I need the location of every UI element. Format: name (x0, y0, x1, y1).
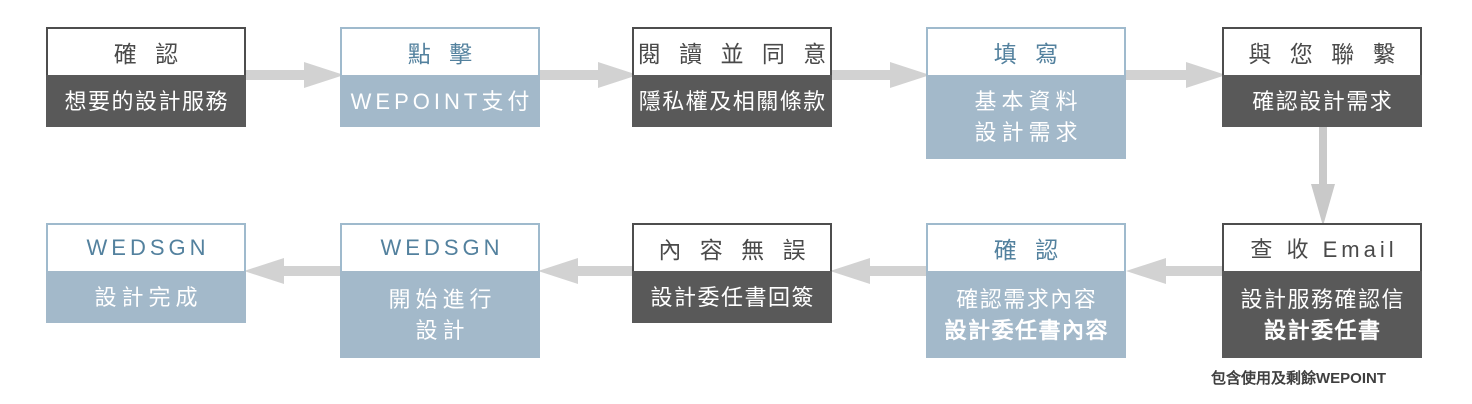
step-10-body-line: 設計完成 (94, 284, 203, 310)
step-6-header-text: 查 收 Email (1250, 237, 1398, 262)
step-8-body: 設計委任書回簽 (632, 271, 832, 323)
step-8-header: 內 容 無 誤 (632, 223, 832, 271)
step-7-body-line-1: 確認需求內容 (956, 286, 1098, 312)
step-10-header-text: WEDSGN (86, 235, 210, 260)
step-3-body: 隱私權及相關條款 (632, 75, 832, 127)
step-1-header: 確 認 (46, 27, 246, 75)
step-9-header-text: WEDSGN (380, 235, 504, 260)
step-3-body-line: 隱私權及相關條款 (638, 88, 827, 114)
step-3-header-text: 閱 讀 並 同 意 (637, 41, 833, 67)
step-4-fill-in[interactable]: 填 寫 基本資料 設計需求 (926, 27, 1126, 159)
step-5-contact-you[interactable]: 與 您 聯 繫 確認設計需求 (1222, 27, 1422, 127)
step-10-header: WEDSGN (46, 223, 246, 271)
step-4-body: 基本資料 設計需求 (926, 75, 1126, 159)
step-6-body-line-1: 設計服務確認信 (1240, 286, 1405, 312)
step-2-header-text: 點 擊 (407, 41, 479, 67)
step-7-confirm-content[interactable]: 確 認 確認需求內容 設計委任書內容 (926, 223, 1126, 358)
arrow-9-to-10 (244, 258, 344, 284)
step-5-header: 與 您 聯 繫 (1222, 27, 1422, 75)
step-8-header-text: 內 容 無 誤 (658, 237, 812, 263)
step-4-header: 填 寫 (926, 27, 1126, 75)
step-5-body-line: 確認設計需求 (1252, 88, 1394, 114)
step-9-body-line-2: 設計 (415, 317, 470, 343)
step-6-header: 查 收 Email (1222, 223, 1422, 271)
arrow-5-to-6 (1308, 124, 1338, 226)
arrow-2-to-3 (538, 62, 638, 88)
arrow-3-to-4 (830, 62, 930, 88)
arrow-1-to-2 (244, 62, 344, 88)
step-9-body: 開始進行 設計 (340, 271, 540, 358)
arrow-6-to-7 (1126, 258, 1226, 284)
step-10-body: 設計完成 (46, 271, 246, 323)
step-9-start-design[interactable]: WEDSGN 開始進行 設計 (340, 223, 540, 358)
arrow-4-to-5 (1126, 62, 1226, 88)
arrow-8-to-9 (538, 258, 638, 284)
step-7-header-text: 確 認 (993, 237, 1065, 263)
step-1-body: 想要的設計服務 (46, 75, 246, 127)
step-6-caption: 包含使用及剩餘WEPOINT (1211, 367, 1386, 388)
step-5-header-text: 與 您 聯 繫 (1248, 41, 1402, 67)
step-7-body-line-2: 設計委任書內容 (944, 317, 1109, 343)
step-1-confirm-service[interactable]: 確 認 想要的設計服務 (46, 27, 246, 127)
step-3-read-agree[interactable]: 閱 讀 並 同 意 隱私權及相關條款 (632, 27, 832, 127)
step-2-body: WEPOINT支付 (340, 75, 540, 127)
step-6-caption-text: 包含使用及剩餘WEPOINT (1211, 370, 1386, 387)
step-7-body: 確認需求內容 設計委任書內容 (926, 271, 1126, 358)
step-4-body-line-2: 設計需求 (974, 120, 1083, 145)
step-8-content-correct[interactable]: 內 容 無 誤 設計委任書回簽 (632, 223, 832, 323)
arrow-7-to-8 (830, 258, 930, 284)
step-6-body: 設計服務確認信 設計委任書 (1222, 271, 1422, 358)
step-9-header: WEDSGN (340, 223, 540, 271)
step-1-header-text: 確 認 (113, 41, 185, 67)
step-4-body-line-1: 基本資料 (974, 89, 1083, 114)
step-10-design-complete[interactable]: WEDSGN 設計完成 (46, 223, 246, 323)
step-1-body-line: 想要的設計服務 (64, 88, 229, 114)
step-8-body-line: 設計委任書回簽 (650, 284, 815, 310)
step-2-header: 點 擊 (340, 27, 540, 75)
step-2-click-pay[interactable]: 點 擊 WEPOINT支付 (340, 27, 540, 127)
step-4-header-text: 填 寫 (993, 41, 1065, 67)
step-2-body-line: WEPOINT支付 (350, 88, 534, 114)
step-3-header: 閱 讀 並 同 意 (632, 27, 832, 75)
step-6-check-email[interactable]: 查 收 Email 設計服務確認信 設計委任書 (1222, 223, 1422, 358)
step-5-body: 確認設計需求 (1222, 75, 1422, 127)
step-6-body-line-2: 設計委任書 (1263, 317, 1382, 343)
step-9-body-line-1: 開始進行 (388, 286, 497, 312)
step-7-header: 確 認 (926, 223, 1126, 271)
